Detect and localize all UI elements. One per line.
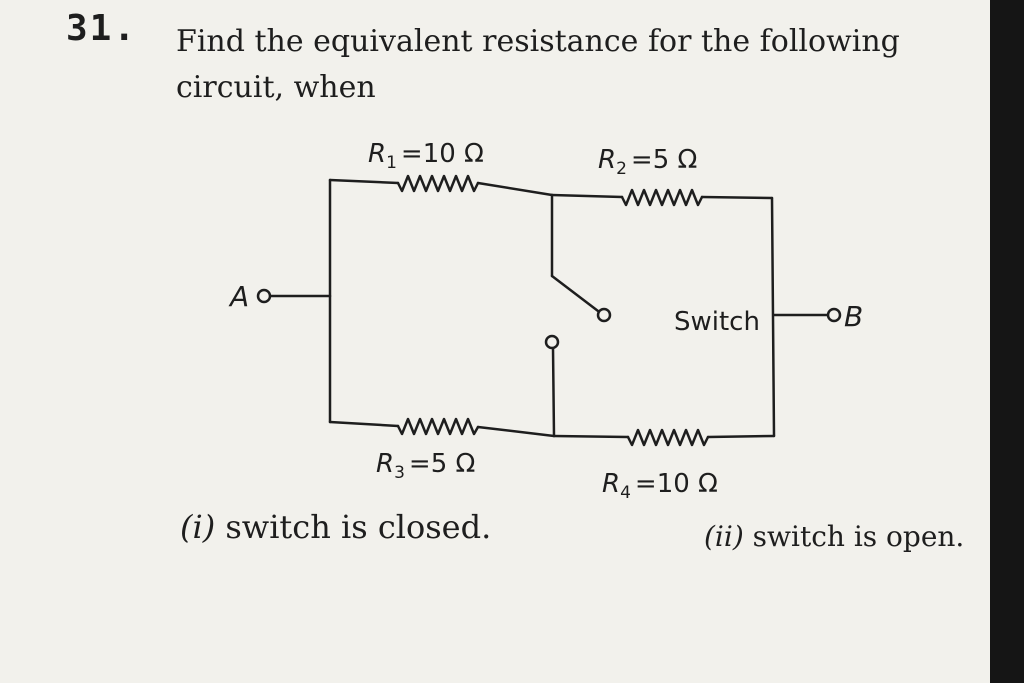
resistor-r4 (626, 428, 710, 447)
switch-blade (550, 274, 600, 313)
part-i-marker: (i) (180, 508, 216, 546)
wire-right (770, 196, 776, 438)
resistor-r2 (620, 188, 704, 207)
terminal-a-node (256, 288, 272, 304)
part-ii-text: switch is open. (743, 520, 965, 553)
terminal-b-node (826, 307, 842, 323)
part-i: (i) switch is closed. (180, 508, 491, 546)
resistor-r3 (396, 417, 480, 436)
switch-label: Switch (674, 307, 760, 337)
wire-top-right (700, 195, 774, 200)
part-ii-marker: (ii) (704, 520, 744, 553)
resistor-r1 (396, 174, 480, 193)
resistor-r3-label: R3=5 Ω (376, 449, 475, 483)
wire-top-mid (476, 181, 554, 197)
wire-bottom-left (328, 420, 400, 428)
wire-top-mid2 (550, 193, 624, 199)
page-edge (990, 0, 1024, 683)
terminal-b-label: B (844, 300, 863, 333)
switch-contact-upper (596, 307, 612, 323)
part-ii: (ii) switch is open. (704, 520, 964, 553)
resistor-r4-label: R4=10 Ω (602, 469, 718, 503)
question-text-line-2: circuit, when (176, 70, 376, 105)
question-text-line-1: Find the equivalent resistance for the f… (176, 24, 900, 59)
question-number: 31. (66, 8, 138, 49)
wire-top-left (328, 178, 400, 185)
wire-bottom-right (706, 434, 776, 439)
part-i-text: switch is closed. (215, 508, 492, 546)
switch-contact-lower (544, 334, 560, 350)
resistor-r2-label: R2=5 Ω (598, 145, 697, 179)
switch-wire-bottom (551, 346, 556, 438)
wire-bottom-mid2 (552, 434, 630, 439)
resistor-r1-label: R1=10 Ω (368, 139, 484, 173)
wire-bottom-mid (476, 425, 556, 438)
terminal-a-label: A (228, 280, 249, 313)
